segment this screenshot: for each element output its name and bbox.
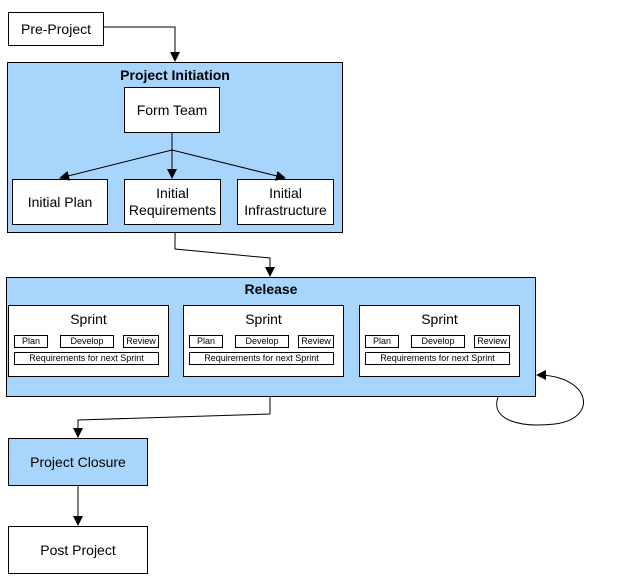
form-team-box: Form Team (124, 87, 220, 133)
develop-step: Develop (60, 335, 114, 348)
pre-project-label: Pre-Project (20, 20, 92, 37)
post-project-box: Post Project (8, 526, 148, 574)
review-step: Review (123, 335, 159, 348)
initial-plan-box: Initial Plan (12, 179, 108, 225)
pre-project-box: Pre-Project (8, 12, 104, 46)
requirements-next-sprint: Requirements for next Sprint (365, 352, 510, 365)
sprint-title: Sprint (70, 311, 107, 327)
sprint-title: Sprint (245, 311, 282, 327)
project-initiation-title: Project Initiation (120, 67, 230, 83)
project-closure-box: Project Closure (8, 438, 148, 486)
requirements-next-sprint: Requirements for next Sprint (14, 352, 159, 365)
project-closure-label: Project Closure (30, 453, 126, 470)
develop-step: Develop (235, 335, 289, 348)
initial-infrastructure-box: Initial Infrastructure (237, 179, 334, 225)
connector-release-closure (73, 397, 271, 438)
plan-step: Plan (14, 335, 48, 348)
sprint-box: Sprint Plan Develop Review Requirements … (8, 305, 169, 377)
develop-step: Develop (411, 335, 465, 348)
review-step: Review (474, 335, 510, 348)
review-step: Review (298, 335, 334, 348)
plan-step: Plan (365, 335, 399, 348)
connector-preproject-initiation (104, 26, 180, 62)
initial-infrastructure-label-line1: Initial (269, 185, 302, 201)
connector-initiation-release (174, 233, 275, 277)
release-title: Release (244, 281, 298, 297)
initial-requirements-box: Initial Requirements (124, 179, 221, 225)
initial-requirements-label-line2: Requirements (128, 202, 217, 218)
sprint-box: Sprint Plan Develop Review Requirements … (183, 305, 344, 377)
initial-requirements-label-line1: Initial (156, 185, 189, 201)
initial-infrastructure-label-line2: Infrastructure (244, 202, 327, 218)
plan-step: Plan (189, 335, 223, 348)
sprint-title: Sprint (421, 311, 458, 327)
sprint-box: Sprint Plan Develop Review Requirements … (359, 305, 520, 377)
post-project-label: Post Project (40, 541, 116, 558)
form-team-label: Form Team (136, 101, 208, 118)
requirements-next-sprint: Requirements for next Sprint (189, 352, 334, 365)
initial-plan-label: Initial Plan (27, 193, 93, 210)
